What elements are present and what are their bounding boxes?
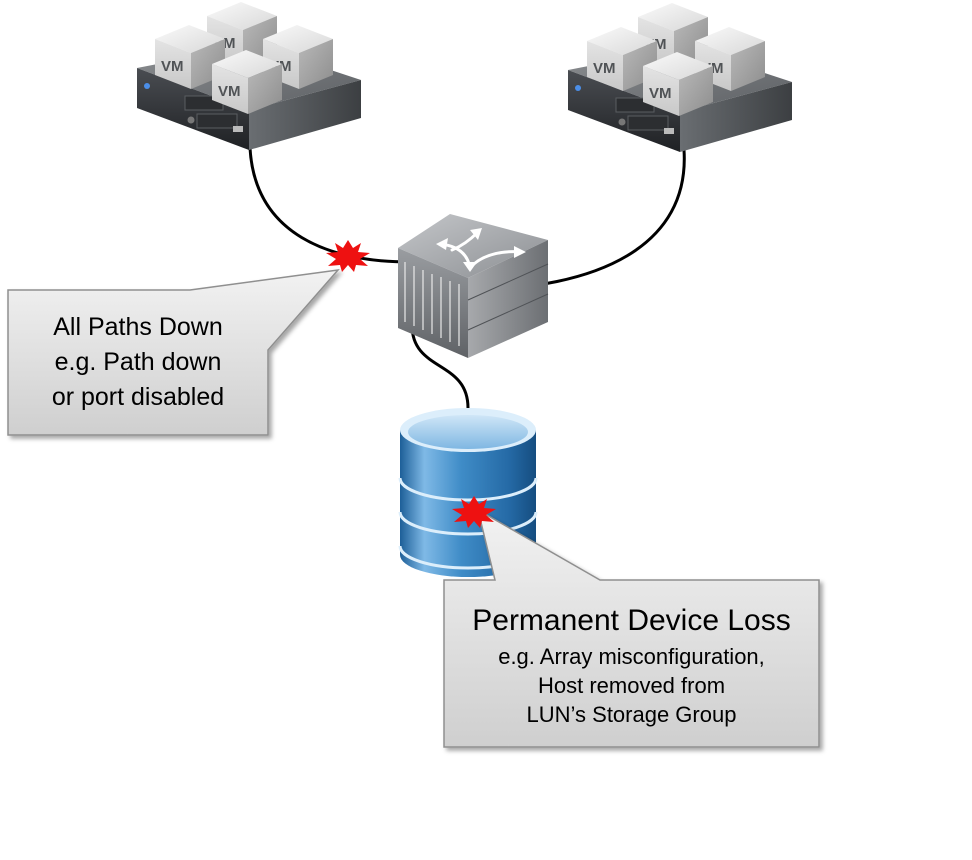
- vm-cube-icon: VM: [212, 50, 282, 114]
- apd-example-line: e.g. Path down: [54, 348, 222, 376]
- cable-left-host-to-switch: [248, 147, 411, 264]
- pdl-title: Permanent Device Loss: [472, 604, 791, 637]
- pdl-callout-bubble: [443, 508, 820, 748]
- vm-label: VM: [593, 60, 616, 77]
- vm-label: VM: [218, 83, 241, 100]
- failure-burst-icon: [326, 240, 370, 272]
- vm-cube-icon: VM: [643, 52, 713, 116]
- cable-switch-to-storage: [410, 324, 470, 409]
- pdl-example-line: LUN’s Storage Group: [526, 702, 737, 727]
- apd-example-line: or port disabled: [51, 383, 225, 411]
- vm-cube-icon: VM: [587, 27, 657, 91]
- pdl-example-line: e.g. Array misconfiguration,: [498, 644, 765, 669]
- vm-label: VM: [161, 58, 184, 75]
- apd-title: All Paths Down: [53, 313, 223, 341]
- vm-cube-icon: VM: [155, 25, 225, 89]
- failure-burst-icon: [452, 496, 496, 528]
- apd-callout-text: All Paths Down e.g. Path down or port di…: [8, 310, 268, 415]
- pdl-callout-text: Permanent Device Loss e.g. Array misconf…: [444, 600, 819, 729]
- network-switch-icon: [398, 214, 549, 358]
- vm-label: VM: [649, 85, 672, 102]
- pdl-example-line: Host removed from: [537, 673, 726, 698]
- apd-callout-bubble: [7, 268, 340, 436]
